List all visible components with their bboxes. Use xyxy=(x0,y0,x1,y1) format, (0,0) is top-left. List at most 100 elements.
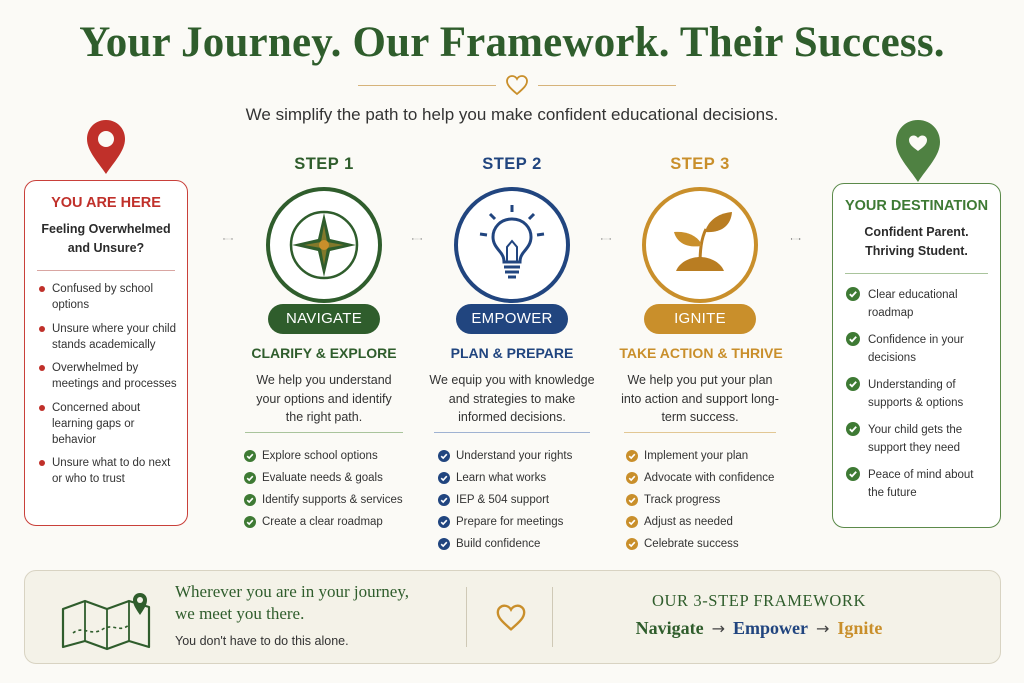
start-list: Confused by school options Unsure where … xyxy=(25,271,187,487)
list-item: Clear educational roadmap xyxy=(846,286,992,322)
check-icon xyxy=(626,516,638,528)
check-icon xyxy=(846,422,860,436)
checklist-text: Evaluate needs & goals xyxy=(262,472,383,484)
check-icon xyxy=(244,494,256,506)
step2-divider xyxy=(434,432,590,433)
start-divider xyxy=(37,270,175,271)
step1-description: We help you understand your options and … xyxy=(256,373,392,424)
step3-description: We help you put your plan into action an… xyxy=(621,373,779,424)
list-item: Confidence in your decisions xyxy=(846,331,992,367)
footer-sub-message: You don't have to do this alone. xyxy=(175,634,349,648)
destination-divider xyxy=(845,273,988,274)
list-item: Peace of mind about the future xyxy=(846,466,992,502)
check-icon xyxy=(626,450,638,462)
checklist-text: Advocate with confidence xyxy=(644,472,775,484)
checklist-text: Celebrate success xyxy=(644,538,739,550)
check-icon xyxy=(438,472,450,484)
flow-ignite: Ignite xyxy=(837,618,883,638)
check-icon xyxy=(438,494,450,506)
footer-message: Wherever you are in your journey, we mee… xyxy=(175,581,465,625)
destination-card: YOUR DESTINATION Confident Parent. Thriv… xyxy=(832,183,1001,528)
checklist-text: Explore school options xyxy=(262,450,378,462)
checklist-item: Evaluate needs & goals xyxy=(244,471,403,485)
flow-empower: Empower xyxy=(732,618,808,638)
folded-map-icon xyxy=(61,593,151,651)
check-icon xyxy=(846,332,860,346)
check-icon xyxy=(846,377,860,391)
step3-label: STEP 3 xyxy=(670,155,730,173)
start-subheading-line1: Feeling Overwhelmed xyxy=(41,222,171,236)
checklist-item: Identify supports & services xyxy=(244,493,403,507)
checklist-text: Understand your rights xyxy=(456,450,573,462)
checklist-item: Celebrate success xyxy=(626,537,774,551)
footer-message-line2: we meet you there. xyxy=(175,604,305,623)
checklist-item: Prepare for meetings xyxy=(438,515,572,529)
checklist-text: Identify supports & services xyxy=(262,494,403,506)
destination-subheading: Confident Parent. Thriving Student. xyxy=(833,223,1000,261)
title-divider-right xyxy=(538,85,676,86)
checklist-item: Implement your plan xyxy=(626,449,774,463)
list-item: Your child gets the support they need xyxy=(846,421,992,457)
checklist-item: Adjust as needed xyxy=(626,515,774,529)
heart-pin-icon xyxy=(896,120,940,182)
compass-icon xyxy=(266,187,382,303)
list-item-text: Peace of mind about the future xyxy=(868,469,974,499)
destination-subheading-line1: Confident Parent. xyxy=(864,225,969,239)
list-item: Overwhelmed by meetings and processes xyxy=(39,360,177,392)
checklist-text: Prepare for meetings xyxy=(456,516,564,528)
flow-navigate: Navigate xyxy=(635,618,704,638)
list-item-text: Your child gets the support they need xyxy=(868,424,963,454)
heart-icon xyxy=(506,75,528,96)
map-pin-icon xyxy=(87,120,125,174)
check-icon xyxy=(438,538,450,550)
destination-list: Clear educational roadmap Confidence in … xyxy=(833,274,1000,502)
list-item: Concerned about learning gaps or behavio… xyxy=(39,400,177,448)
step2-label: STEP 2 xyxy=(482,155,542,173)
step1-phase: CLARIFY & EXPLORE xyxy=(251,345,397,361)
destination-heading: YOUR DESTINATION xyxy=(844,198,989,214)
checklist-item: Build confidence xyxy=(438,537,572,551)
checklist-text: Learn what works xyxy=(456,472,547,484)
list-item-text: Understanding of supports & options xyxy=(868,379,964,409)
heart-icon xyxy=(496,604,526,631)
framework-heading: OUR 3-STEP FRAMEWORK xyxy=(652,591,866,610)
page-title: Your Journey. Our Framework. Their Succe… xyxy=(79,19,945,66)
step3-checklist: Implement your plan Advocate with confid… xyxy=(626,449,774,559)
checklist-text: Track progress xyxy=(644,494,721,506)
flow-arrow: → xyxy=(711,619,725,638)
list-item: Understanding of supports & options xyxy=(846,376,992,412)
list-item: Unsure what to do next or who to trust xyxy=(39,455,177,487)
title-divider-left xyxy=(358,85,496,86)
footer-divider-left xyxy=(466,587,467,647)
check-icon xyxy=(626,472,638,484)
checklist-item: Understand your rights xyxy=(438,449,572,463)
flow-arrow: → xyxy=(815,619,830,638)
ignite-badge: IGNITE xyxy=(644,304,756,334)
step1-divider xyxy=(245,432,403,433)
checklist-item: Create a clear roadmap xyxy=(244,515,403,529)
footer-banner: Wherever you are in your journey, we mee… xyxy=(24,570,1001,664)
footer-message-line1: Wherever you are in your journey, xyxy=(175,582,409,601)
start-subheading: Feeling Overwhelmed and Unsure? xyxy=(25,220,187,258)
checklist-text: Adjust as needed xyxy=(644,516,733,528)
step1-label: STEP 1 xyxy=(294,155,354,173)
check-icon xyxy=(244,450,256,462)
framework-flow: Navigate → Empower → Ignite xyxy=(565,618,953,639)
start-heading: YOU ARE HERE xyxy=(51,195,161,211)
connector-step2-step3 xyxy=(601,238,611,240)
step2-description: We equip you with knowledge and strategi… xyxy=(429,373,595,424)
checklist-item: Track progress xyxy=(626,493,774,507)
step3-divider xyxy=(624,432,776,433)
start-subheading-line2: and Unsure? xyxy=(67,241,145,255)
footer-divider-right xyxy=(552,587,553,647)
connector-start-step1 xyxy=(223,238,233,240)
sprout-icon xyxy=(642,187,758,303)
start-card: YOU ARE HERE Feeling Overwhelmed and Uns… xyxy=(24,180,188,526)
connector-step1-step2 xyxy=(412,238,422,240)
checklist-text: Implement your plan xyxy=(644,450,749,462)
check-icon xyxy=(626,494,638,506)
check-icon xyxy=(846,467,860,481)
checklist-item: IEP & 504 support xyxy=(438,493,572,507)
step2-checklist: Understand your rights Learn what works … xyxy=(438,449,572,559)
checklist-item: Explore school options xyxy=(244,449,403,463)
